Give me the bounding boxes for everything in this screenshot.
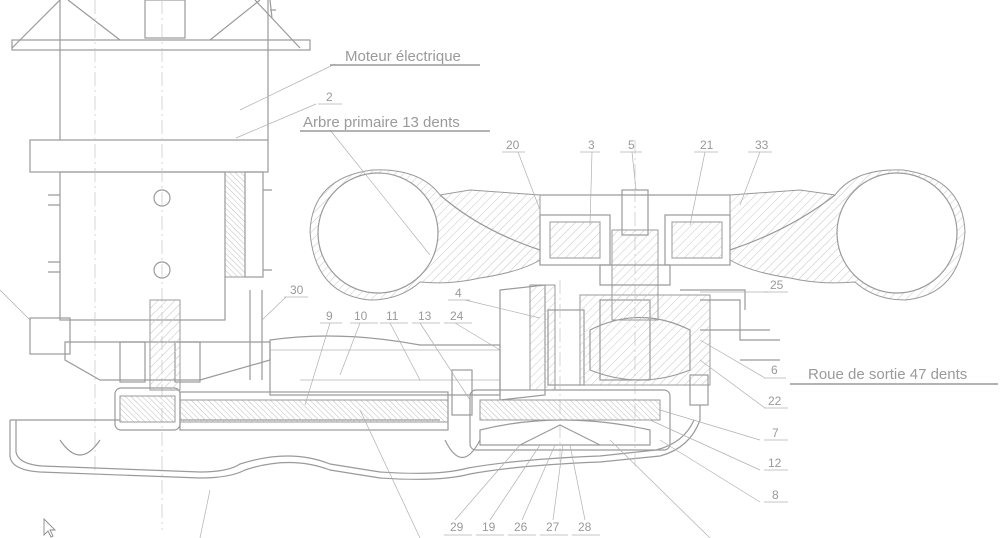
part-number: 6 bbox=[771, 363, 778, 377]
part-number: 29 bbox=[450, 520, 464, 534]
lower-housing bbox=[9, 290, 701, 480]
electric-motor bbox=[0, 0, 311, 530]
callout-input-shaft: Arbre primaire 13 dents bbox=[300, 114, 490, 132]
part-number: 21 bbox=[700, 138, 714, 152]
upper-ring-housing bbox=[309, 169, 966, 301]
part-number: 8 bbox=[772, 488, 779, 502]
callout-motor: Moteur électrique bbox=[330, 48, 480, 66]
part-number: 13 bbox=[418, 309, 432, 323]
part-number: 27 bbox=[546, 520, 560, 534]
part-number: 22 bbox=[768, 394, 782, 408]
part-number: 2 bbox=[326, 90, 333, 104]
callout-output-wheel: Roue de sortie 47 dents bbox=[790, 366, 998, 385]
part-number: 4 bbox=[455, 286, 462, 300]
part-number: 33 bbox=[755, 138, 769, 152]
part-number: 10 bbox=[354, 309, 368, 323]
part-number: 19 bbox=[482, 520, 496, 534]
label-roue-de-sortie: Roue de sortie 47 dents bbox=[808, 366, 967, 383]
part-number: 9 bbox=[326, 309, 333, 323]
part-number: 7 bbox=[772, 426, 779, 440]
mouse-cursor-icon bbox=[43, 517, 57, 538]
label-arbre-primaire: Arbre primaire 13 dents bbox=[303, 114, 460, 131]
part-number: 25 bbox=[770, 278, 784, 292]
part-number: 26 bbox=[514, 520, 528, 534]
part-number: 5 bbox=[628, 138, 635, 152]
part-number: 28 bbox=[578, 520, 592, 534]
part-number: 3 bbox=[588, 138, 595, 152]
part-number-labels: 2 20 3 5 21 33 25 30 4 9 10 11 13 24 6 2… bbox=[284, 90, 788, 536]
part-number: 11 bbox=[386, 309, 399, 323]
part-number: 30 bbox=[290, 283, 304, 297]
leader-lines bbox=[199, 63, 768, 538]
part-number: 20 bbox=[506, 138, 520, 152]
part-number: 12 bbox=[768, 456, 782, 470]
part-number: 24 bbox=[450, 309, 464, 323]
label-moteur-electrique: Moteur électrique bbox=[345, 48, 461, 65]
gearbox-center bbox=[469, 140, 780, 470]
